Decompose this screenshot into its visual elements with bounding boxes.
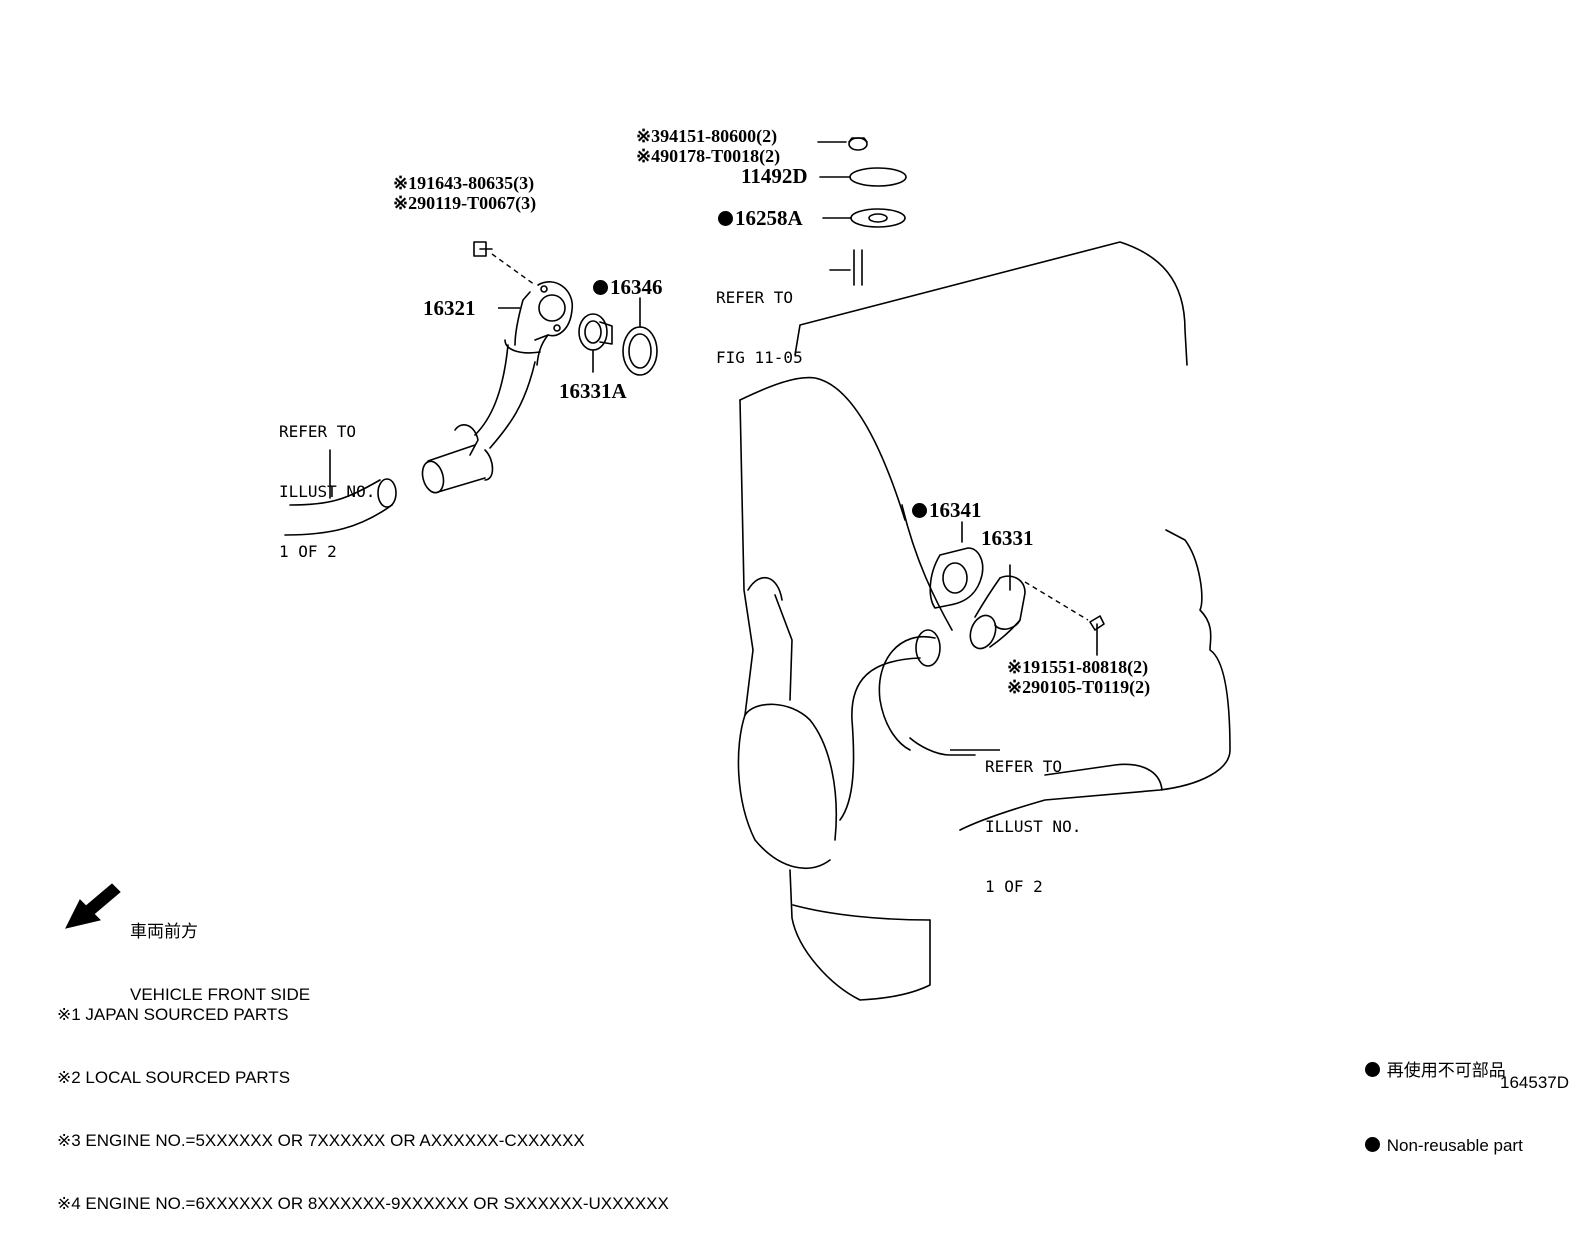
non-reusable-dot xyxy=(593,280,608,295)
refer-illust-right-line2: ILLUST NO. xyxy=(985,817,1082,836)
legend: 再使用不可部品 Non-reusable part xyxy=(1365,1008,1523,1183)
refer-illust-left: REFER TO ILLUST NO. 1 OF 2 xyxy=(279,382,375,582)
engine-hose xyxy=(744,629,976,841)
part-16258A-label: 16258A xyxy=(735,206,803,230)
line-art xyxy=(65,137,1231,1001)
footnote-1: ※1 JAPAN SOURCED PARTS xyxy=(57,1005,289,1024)
thermostat-gasket xyxy=(622,297,658,376)
part-16341-label: 16341 xyxy=(929,498,982,522)
water-outlet xyxy=(969,564,1026,650)
refer-fig: REFER TO FIG 11-05 xyxy=(716,248,803,388)
refer-illust-right: REFER TO ILLUST NO. 1 OF 2 xyxy=(985,717,1081,917)
vehicle-front-jp: 車両前方 xyxy=(130,922,198,941)
bolt-dash-right xyxy=(1024,581,1089,621)
part-16258A: 16258A xyxy=(718,208,803,229)
water-outlet-gasket xyxy=(929,521,984,609)
engine-block-outline xyxy=(737,241,1231,1001)
legend-dot-icon xyxy=(1365,1137,1380,1152)
footnote-3: ※3 ENGINE NO.=5XXXXXX OR 7XXXXXX OR AXXX… xyxy=(57,1131,585,1150)
vehicle-front-arrow xyxy=(65,883,121,929)
part-16331A: 16331A xyxy=(559,379,627,403)
bolt-dash-left xyxy=(491,253,536,286)
legend-jp: 再使用不可部品 xyxy=(1386,1061,1506,1080)
thermostat xyxy=(578,313,613,373)
part-16331: 16331 xyxy=(981,526,1034,550)
footnote-4: ※4 ENGINE NO.=6XXXXXX OR 8XXXXXX-9XXXXXX… xyxy=(57,1194,669,1213)
callout-nut-top-line2: ※490178-T0018(2) xyxy=(636,146,781,166)
refer-illust-right-line1: REFER TO xyxy=(985,757,1063,776)
legend-en: Non-reusable part xyxy=(1386,1136,1523,1155)
refer-fig-line1: REFER TO xyxy=(716,288,794,307)
left-hose xyxy=(284,449,397,536)
callout-bolt-right-line2: ※290105-T0119(2) xyxy=(1007,677,1151,697)
callout-bolt-top-left: ※191643-80635(3) ※290119-T0067(3) xyxy=(393,173,536,213)
figure-id: 164537D xyxy=(1500,1073,1570,1092)
footnote-2: ※2 LOCAL SOURCED PARTS xyxy=(57,1068,291,1087)
water-inlet-pipe xyxy=(421,281,573,494)
non-reusable-dot xyxy=(718,211,733,226)
part-16321: 16321 xyxy=(423,296,476,320)
non-reusable-dot xyxy=(912,503,927,518)
callout-bolt-right-line1: ※191551-80818(2) xyxy=(1007,657,1149,677)
callout-bolt-right: ※191551-80818(2) ※290105-T0119(2) xyxy=(1007,657,1150,697)
legend-dot-icon xyxy=(1365,1062,1380,1077)
callout-nut-top: ※394151-80600(2) ※490178-T0018(2) xyxy=(636,126,780,166)
vehicle-front-label: 車両前方 VEHICLE FRONT SIDE xyxy=(130,879,310,1026)
bolts xyxy=(473,241,1105,656)
part-16346: 16346 xyxy=(593,277,663,298)
legend-row-en: Non-reusable part xyxy=(1365,1133,1523,1158)
nut-gasket-stud xyxy=(817,137,907,286)
refer-illust-left-line1: REFER TO xyxy=(279,422,357,441)
refer-illust-left-line2: ILLUST NO. xyxy=(279,482,376,501)
part-16341: 16341 xyxy=(912,500,982,521)
legend-row-jp: 再使用不可部品 xyxy=(1365,1058,1523,1083)
callout-nut-top-line1: ※394151-80600(2) xyxy=(636,126,778,146)
refer-fig-line2: FIG 11-05 xyxy=(716,348,803,367)
callout-bolt-top-left-line2: ※290119-T0067(3) xyxy=(393,193,537,213)
callout-bolt-top-left-line1: ※191643-80635(3) xyxy=(393,173,535,193)
part-11492D: 11492D xyxy=(741,164,808,188)
parts-diagram: ※394151-80600(2) ※490178-T0018(2) ※19164… xyxy=(57,126,1570,1213)
vehicle-front-en: VEHICLE FRONT SIDE xyxy=(130,985,311,1004)
part-16346-label: 16346 xyxy=(610,275,663,299)
refer-illust-right-line3: 1 OF 2 xyxy=(985,877,1043,896)
refer-illust-left-line3: 1 OF 2 xyxy=(279,542,337,561)
